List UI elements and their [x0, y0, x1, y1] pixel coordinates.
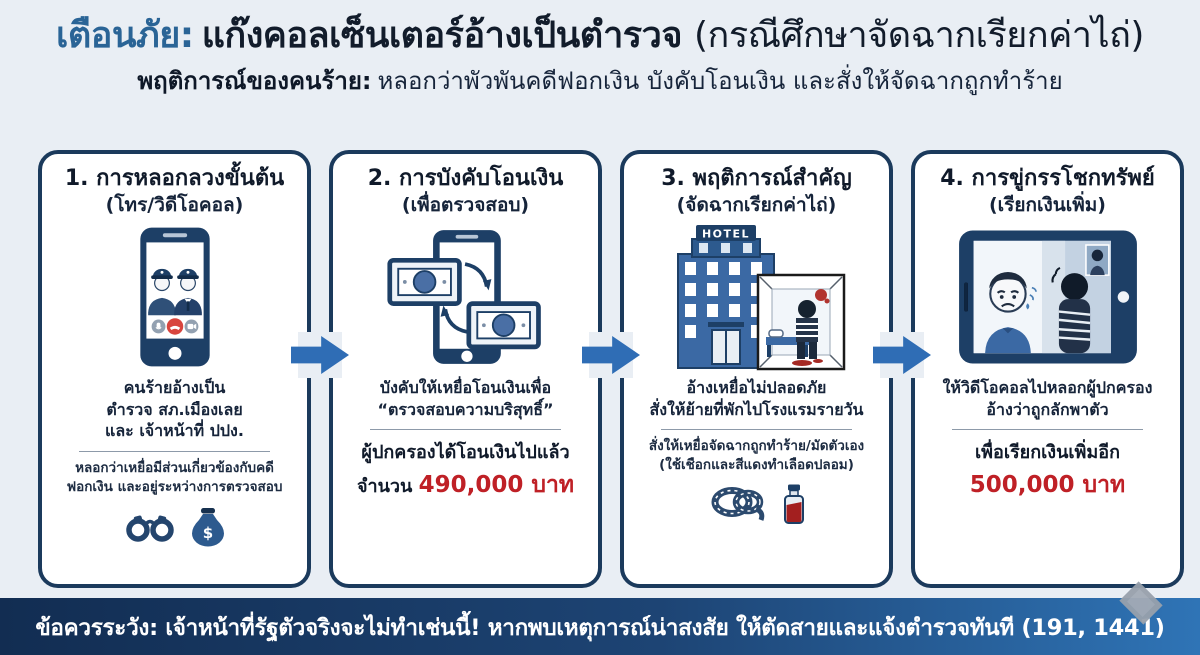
hotel-staged-scene-illustration: HOTEL	[666, 221, 848, 373]
staged-room	[756, 273, 845, 371]
rope-icon	[711, 487, 764, 522]
subtitle-lead: พฤติการณ์ของคนร้าย:	[137, 67, 372, 96]
handcuffs-icon	[125, 515, 174, 542]
divider	[660, 429, 853, 431]
step-card-3: 3. พฤติการณ์สำคัญ (จัดฉากเรียกค่าไถ่) HO…	[620, 150, 893, 588]
extortion-amount: 500,000 บาท	[969, 471, 1126, 498]
step-3-detail: สั่งให้เหยื่อจัดฉากถูกทำร้าย/มัดตัวเอง (…	[648, 438, 865, 474]
step-2-amount-line: จำนวน 490,000 บาท	[357, 467, 574, 503]
step-4-subheading: (เรียกเงินเพิ่ม)	[988, 194, 1106, 217]
step-3-heading: 3. พฤติการณ์สำคัญ	[661, 166, 852, 191]
warning-bar: ข้อควรระวัง: เจ้าหน้าที่รัฐตัวจริงจะไม่ท…	[0, 598, 1200, 655]
step-card-2: 2. การบังคับโอนเงิน (เพื่อตรวจสอบ)	[329, 150, 602, 588]
step-1-heading: 1. การหลอกลวงขั้นต้น	[64, 166, 285, 191]
step-3-icons	[708, 483, 806, 525]
step-3-subheading: (จัดฉากเรียกค่าไถ่)	[676, 194, 837, 217]
step-1-subheading: (โทร/วิดีโอคอล)	[105, 194, 244, 217]
step-2-heading: 2. การบังคับโอนเงิน	[367, 166, 564, 191]
divider	[951, 429, 1144, 431]
header: เตือนภัย:แก๊งคอลเซ็นเตอร์อ้างเป็นตำรวจ (…	[0, 14, 1200, 96]
phone-video-call-illustration	[123, 221, 227, 373]
subtitle-text: หลอกว่าพัวพันคดีฟอกเงิน บังคับโอนเงิน แล…	[377, 67, 1063, 96]
page-title: เตือนภัย:แก๊งคอลเซ็นเตอร์อ้างเป็นตำรวจ (…	[0, 14, 1200, 57]
step-1-detail: หลอกว่าเหยื่อมีส่วนเกี่ยวข้องกับคดี ฟอกเ…	[66, 459, 283, 495]
tablet-video-call-icon	[958, 230, 1137, 364]
video-call-inset	[1084, 244, 1110, 277]
banknote-icon	[386, 258, 462, 307]
step-2-result: ผู้ปกครองได้โอนเงินไปแล้ว	[361, 442, 570, 464]
smartphone-money-transfer-icon	[386, 230, 541, 365]
title-note: (กรณีศึกษาจัดฉากเรียกค่าไถ่)	[693, 15, 1144, 56]
flow-arrow-3	[873, 150, 931, 588]
hotel-sign: HOTEL	[701, 228, 749, 241]
step-4-amount-line: 500,000 บาท	[970, 467, 1125, 503]
divider	[369, 429, 562, 431]
step-4-heading: 4. การขู่กรรโชกทรัพย์	[940, 166, 1155, 191]
title-lead: เตือนภัย:	[56, 15, 194, 56]
money-bag-symbol: $	[202, 524, 212, 542]
step-4-result: เพื่อเรียกเงินเพิ่มอีก	[975, 442, 1120, 464]
banknote-icon	[465, 301, 541, 350]
tablet-extortion-call-illustration	[957, 221, 1139, 373]
money-bag-icon: $	[191, 507, 224, 547]
step-2-subheading: (เพื่อตรวจสอบ)	[401, 194, 530, 217]
money-transfer-illustration	[386, 221, 546, 373]
step-3-claim: อ้างเหยื่อไม่ปลอดภัย สั่งให้ย้ายที่พักไป…	[649, 378, 864, 419]
smartphone-police-call-icon	[139, 227, 210, 367]
step-1-icons: $	[124, 505, 226, 547]
fake-blood-bottle-icon	[783, 484, 804, 525]
hotel-room-icon: HOTEL	[676, 225, 845, 371]
flow-arrow-1	[291, 150, 349, 588]
amount-prefix: จำนวน	[356, 475, 413, 497]
title-main: แก๊งคอลเซ็นเตอร์อ้างเป็นตำรวจ	[201, 15, 683, 56]
warning-text: ข้อควรระวัง: เจ้าหน้าที่รัฐตัวจริงจะไม่ท…	[35, 614, 1165, 641]
step-4-claim: ให้วิดีโอคอลไปหลอกผู้ปกครอง อ้างว่าถูกลั…	[942, 378, 1153, 419]
step-card-1: 1. การหลอกลวงขั้นต้น (โทร/วิดีโอคอล)	[38, 150, 311, 588]
step-1-claim: คนร้ายอ้างเป็น ตำรวจ สภ.เมืองเลย และ เจ้…	[105, 378, 244, 441]
flow-arrow-2	[582, 150, 640, 588]
step-2-claim: บังคับให้เหยื่อโอนเงินเพื่อ “ตรวจสอบความ…	[377, 378, 554, 419]
steps-row: 1. การหลอกลวงขั้นต้น (โทร/วิดีโอคอล)	[38, 150, 1184, 588]
transferred-amount: 490,000 บาท	[418, 471, 575, 498]
subtitle: พฤติการณ์ของคนร้าย:หลอกว่าพัวพันคดีฟอกเง…	[0, 67, 1200, 96]
step-card-4: 4. การขู่กรรโชกทรัพย์ (เรียกเงินเพิ่ม)	[911, 150, 1184, 588]
divider	[78, 450, 271, 452]
